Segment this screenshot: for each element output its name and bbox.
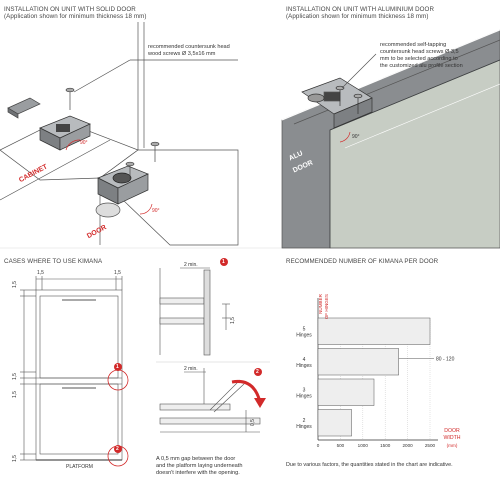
dim-label: 1,5	[114, 270, 121, 276]
dim-label: 1,5	[12, 391, 18, 398]
alu-section-subtitle: (Application shown for minimum thickness…	[286, 13, 429, 20]
hinge-body-icon	[39, 115, 91, 151]
category-value: 3	[303, 387, 306, 393]
dim-label: 1,5	[12, 455, 18, 462]
angle-label: 90°	[152, 208, 160, 214]
marker-dot	[220, 258, 228, 266]
detail2-dim-label: 0,5	[250, 419, 256, 426]
alu-screw-note-1: recommended self-tapping	[380, 42, 447, 48]
category-value: 2	[303, 418, 306, 424]
alu-screw-note-4: the customized alu profile section	[380, 63, 463, 69]
alu-angle-label: 90°	[352, 134, 360, 140]
platform-label: PLATFORM	[66, 464, 93, 470]
x-axis-label: WIDTH	[444, 435, 461, 441]
detail2-min-label: 2 min.	[184, 366, 198, 372]
hinges-section-title: RECOMMENDED NUMBER OF KIMANA PER DOOR	[286, 258, 439, 265]
cases-section-title: CASES WHERE TO USE KIMANA	[4, 258, 103, 265]
x-tick-label: 1500	[380, 443, 391, 448]
x-tick-label: 2500	[425, 443, 436, 448]
screw-icon	[65, 87, 160, 180]
alu-screw-note-3: mm to be selected according to	[380, 56, 458, 62]
marker-dot	[114, 445, 122, 453]
bar	[317, 348, 399, 376]
angle-label: 90°	[80, 140, 88, 146]
footnote-line-1: A 0,5 mm gap between the door	[156, 456, 236, 462]
alu-section-title: INSTALLATION ON UNIT WITH ALUMINIUM DOOR	[286, 6, 435, 13]
category-label: Hinges	[296, 363, 312, 369]
alu-screw-note-2: countersunk head screws Ø 3,5	[380, 49, 459, 55]
bar	[317, 317, 431, 345]
hinge-body-lower-icon	[95, 165, 149, 218]
solid-section-title: INSTALLATION ON UNIT WITH SOLID DOOR	[4, 6, 136, 13]
y-axis-label: NUMBER	[318, 293, 323, 314]
detail1-dim-label: 1,5	[230, 317, 236, 324]
cabinet-elevation	[20, 276, 129, 467]
detail-2-illustration	[159, 368, 266, 433]
alu-screw-icon	[335, 85, 363, 114]
x-axis-unit: (mm)	[447, 443, 458, 448]
marker-dot	[254, 368, 262, 376]
range-label: 80 - 120	[436, 357, 455, 363]
marker-label: 2	[256, 369, 259, 375]
dim-label: 1,5	[37, 270, 44, 276]
solid-section-subtitle: (Application shown for minimum thickness…	[4, 13, 147, 20]
x-tick-label: 2000	[402, 443, 413, 448]
alu-door-illustration	[281, 29, 500, 249]
solid-screw-note-2: wood screws Ø 3,5x16 mm	[148, 51, 216, 57]
detail1-min-label: 2 min.	[184, 262, 198, 268]
bar	[317, 409, 352, 437]
category-value: 4	[303, 357, 306, 363]
footnote-line-3: doesn't interfere with the opening.	[156, 470, 240, 476]
marker-label: 1	[116, 364, 119, 370]
x-tick-label: 0	[317, 443, 320, 448]
solid-door-illustration	[0, 22, 239, 246]
x-axis-label: DOOR	[444, 428, 460, 434]
alu-hinge-icon	[301, 77, 373, 129]
solid-screw-note-1: recommended countersunk head	[148, 44, 230, 50]
x-tick-label: 1000	[358, 443, 369, 448]
marker-label: 2	[116, 446, 119, 452]
marker-dot	[114, 363, 122, 371]
category-label: Hinges	[296, 393, 312, 399]
category-value: 5	[303, 326, 306, 332]
category-label: Hinges	[296, 332, 312, 338]
detail-1-illustration	[159, 258, 230, 356]
dim-label: 1,5	[12, 373, 18, 380]
bar	[317, 378, 375, 406]
footnote-line-2: and the platform laying underneath	[156, 463, 243, 469]
x-tick-label: 500	[337, 443, 345, 448]
hinge-plate-icon	[7, 97, 41, 119]
y-axis-label: OF HINGES	[324, 294, 329, 319]
marker-label: 1	[222, 259, 225, 265]
dim-label: 1,5	[12, 281, 18, 288]
chart-note: Due to various factors, the quantities s…	[286, 462, 453, 468]
category-label: Hinges	[296, 424, 312, 430]
